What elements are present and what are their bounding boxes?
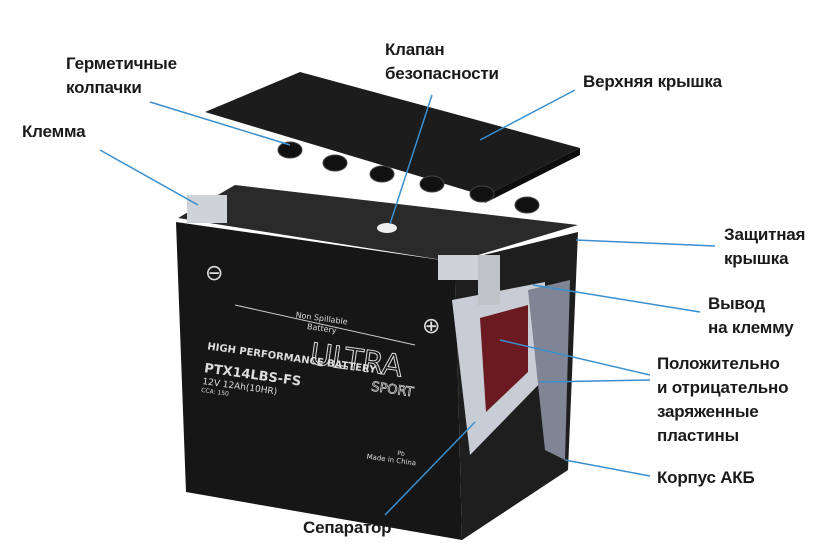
leader-top-cover — [479, 89, 576, 141]
battery-plus-sign: ⊕ — [422, 314, 440, 339]
label-separator: Сепаратор — [303, 516, 392, 540]
label-line: колпачки — [66, 78, 142, 97]
leader-plates-1 — [499, 339, 651, 376]
battery-brand-sub: SPORT — [370, 380, 414, 401]
label-top-cover: Верхняя крышка — [583, 70, 722, 94]
leader-terminal-lead — [532, 284, 701, 313]
battery-front — [176, 222, 462, 540]
label-terminal: Клемма — [22, 120, 86, 144]
label-line: Положительно — [657, 354, 780, 373]
label-line: Верхняя крышка — [583, 72, 722, 91]
terminal-left — [187, 195, 227, 223]
label-protective-cover: Защитная крышка — [724, 223, 805, 271]
leader-separator — [384, 421, 476, 516]
terminal-right — [438, 255, 483, 280]
label-line: Вывод — [708, 294, 765, 313]
label-battery-case: Корпус АКБ — [657, 466, 755, 490]
battery-pb: Pb — [397, 450, 406, 458]
battery-tagline-2: Battery — [307, 322, 338, 335]
label-line: Клапан — [385, 40, 445, 59]
battery-top — [178, 185, 578, 262]
label-line: Сепаратор — [303, 518, 392, 537]
leader-case — [564, 459, 651, 477]
label-line: и отрицательно — [657, 378, 789, 397]
label-line: крышка — [724, 249, 789, 268]
battery-cca: CCA: 150 — [201, 387, 230, 398]
leader-plates-2 — [539, 379, 651, 383]
label-line: Защитная — [724, 225, 806, 244]
label-line: Герметичные — [66, 54, 177, 73]
leader-valve — [389, 94, 433, 225]
safety-valve — [377, 223, 397, 233]
label-line: пластины — [657, 426, 739, 445]
label-plates: Положительно и отрицательно заряженные п… — [657, 352, 788, 448]
leader-terminal — [99, 149, 199, 206]
label-line: безопасности — [385, 64, 499, 83]
label-sealing-caps: Герметичные колпачки — [66, 52, 177, 100]
label-terminal-lead: Вывод на клемму — [708, 292, 794, 340]
label-line: Клемма — [22, 122, 86, 141]
battery-minus-sign: ⊖ — [205, 261, 223, 286]
leader-lines — [99, 89, 716, 516]
label-line: Корпус АКБ — [657, 468, 755, 487]
label-line: на клемму — [708, 318, 794, 337]
label-safety-valve: Клапан безопасности — [385, 38, 499, 86]
label-line: заряженные — [657, 402, 759, 421]
leader-protective-cover — [575, 239, 716, 247]
top-cover-lid — [205, 72, 580, 196]
sealing-caps — [277, 141, 540, 214]
leader-caps — [149, 101, 291, 146]
